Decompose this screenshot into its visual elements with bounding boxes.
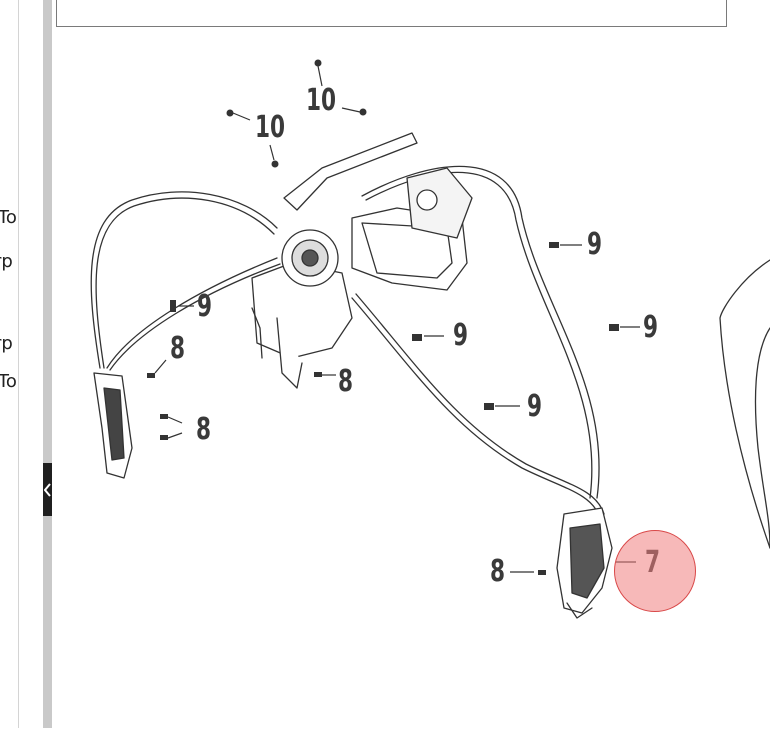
parts-diagram xyxy=(52,28,770,728)
collapse-panel-button[interactable] xyxy=(43,463,52,516)
left-panel-text: To xyxy=(0,371,17,392)
callout-label: 10 xyxy=(255,110,286,145)
left-panel: To rp rp To xyxy=(0,0,19,728)
callout-label: 9 xyxy=(643,310,659,345)
callout-label: 9 xyxy=(453,318,469,353)
callout-label: 9 xyxy=(527,389,543,424)
left-panel-text: To xyxy=(0,207,17,228)
part-7-hotspot[interactable] xyxy=(614,530,696,612)
parts-drawing xyxy=(90,59,770,619)
panel-splitter[interactable] xyxy=(43,0,52,728)
callout-label: 8 xyxy=(170,331,186,366)
callout-label: 8 xyxy=(196,412,212,447)
callout-label: 8 xyxy=(338,364,354,399)
callout-label: 9 xyxy=(587,227,603,262)
callout-label: 8 xyxy=(490,554,506,589)
left-panel-text: rp xyxy=(0,251,13,272)
callout-label: 10 xyxy=(306,83,337,118)
panel-gutter xyxy=(19,0,43,728)
chevron-left-icon xyxy=(44,483,51,497)
callout-label: 9 xyxy=(197,289,213,324)
header-box xyxy=(56,0,727,27)
left-panel-text: rp xyxy=(0,333,13,354)
